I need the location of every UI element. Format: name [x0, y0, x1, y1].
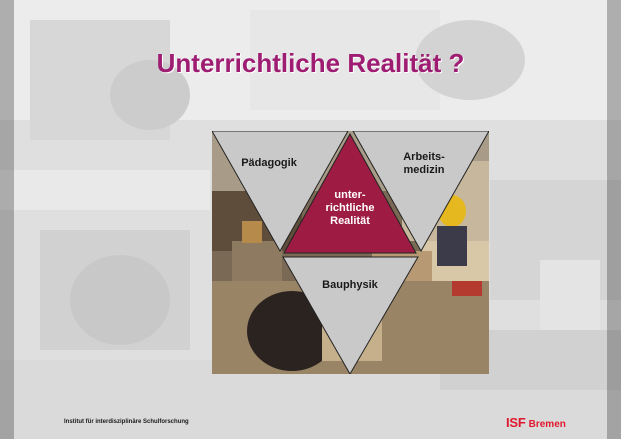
- bauphysik-triangle: [282, 256, 419, 374]
- label-bauphysik: Bauphysik: [322, 279, 378, 291]
- right-edge-shade: [607, 0, 621, 439]
- label-arbeitsmedizin-1: Arbeits-: [403, 151, 445, 163]
- center-triangle: [283, 132, 417, 254]
- label-center-3: Realität: [330, 215, 370, 227]
- label-center-1: unter-: [334, 189, 366, 201]
- bremen-logo-text: Bremen: [528, 419, 566, 430]
- arbeitsmedizin-triangle: [352, 131, 489, 253]
- left-edge-shade: [0, 0, 14, 439]
- triangle-diagram: Pädagogik Arbeits- medizin unter- richtl…: [212, 131, 489, 374]
- institute-name: Institut für interdisziplinäre Schulfors…: [64, 419, 189, 425]
- isf-logo-text: ISF: [506, 415, 526, 430]
- label-paedagogik: Pädagogik: [241, 157, 297, 169]
- label-arbeitsmedizin-2: medizin: [403, 164, 445, 176]
- paedagogik-triangle: [212, 131, 349, 253]
- slide-title: Unterrichtliche Realität ?: [156, 48, 465, 78]
- label-center-2: richtliche: [325, 202, 375, 214]
